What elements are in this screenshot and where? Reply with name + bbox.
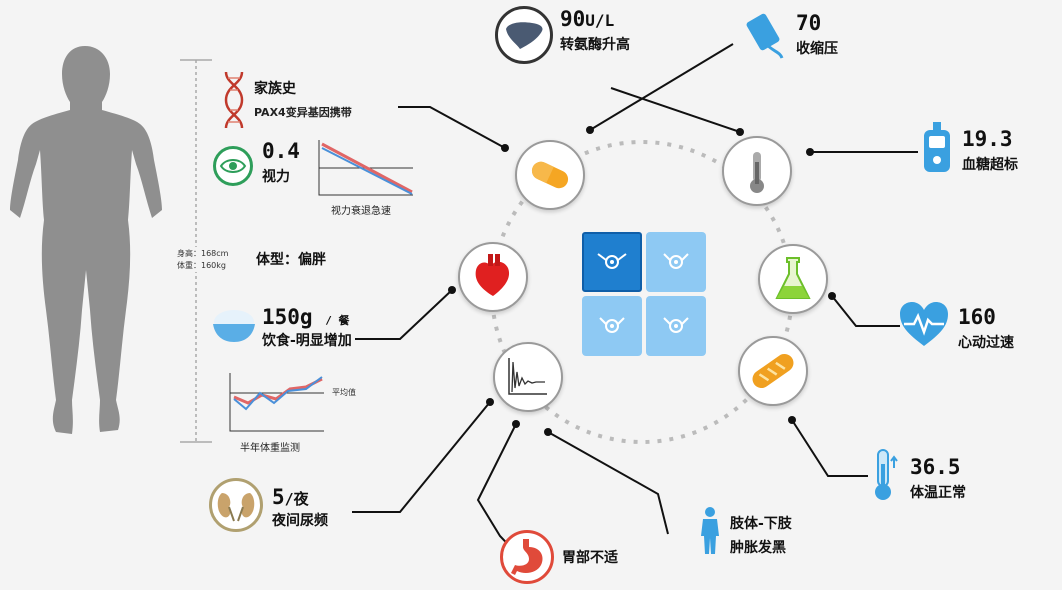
eye-badge xyxy=(213,146,253,186)
bp-value: 70 xyxy=(796,11,822,35)
thermometer-node[interactable] xyxy=(722,136,792,206)
vision-value: 0.4 xyxy=(262,139,300,163)
center-tile xyxy=(582,296,642,356)
vision-decline-chart xyxy=(318,140,413,196)
pill-node[interactable] xyxy=(515,140,585,210)
family-history-detail: PAX4变异基因携带 xyxy=(254,106,352,119)
diet-amount: 150g xyxy=(262,305,313,329)
bread-node[interactable] xyxy=(738,336,808,406)
heart-rate-label: 心动过速 xyxy=(958,335,1014,351)
tile-node-icon xyxy=(663,253,689,269)
family-history-title: 家族史 xyxy=(254,81,296,97)
urine-count: 5 xyxy=(272,485,285,509)
weight-monitor-caption: 半年体重监测 xyxy=(240,443,300,454)
weight-monitor-chart xyxy=(229,373,324,432)
vision-label: 视力 xyxy=(262,169,290,185)
eye-icon xyxy=(219,159,247,173)
temperature-value: 36.5 xyxy=(910,455,961,479)
bp-label: 收缩压 xyxy=(796,41,838,57)
body-height: 身高：168cm xyxy=(175,247,231,260)
bread-icon xyxy=(752,353,794,389)
stomach-badge xyxy=(500,530,554,584)
kidney-badge xyxy=(209,478,263,532)
tile-node-icon xyxy=(597,253,627,269)
person-standing-icon xyxy=(701,507,719,554)
heart-rate-icon xyxy=(900,302,948,346)
kidney-icon xyxy=(217,493,255,522)
body-thermometer-icon xyxy=(875,449,898,500)
stomach-icon xyxy=(511,539,543,575)
thermometer-icon xyxy=(750,152,764,193)
blood-pressure-cuff-icon xyxy=(746,13,784,59)
flask-icon xyxy=(775,257,811,299)
glucose-value: 19.3 xyxy=(962,127,1013,151)
diet-label: 饮食-明显增加 xyxy=(262,333,352,349)
center-tile-grid xyxy=(582,232,706,356)
center-tile-active xyxy=(582,232,642,292)
tile-node-icon xyxy=(663,317,689,333)
anatomical-heart-icon xyxy=(475,254,510,296)
human-silhouette xyxy=(10,46,162,434)
body-type-label: 体型：偏胖 xyxy=(256,252,326,268)
diet-value: 150g / 餐 xyxy=(262,306,349,332)
rice-bowl-icon xyxy=(213,310,255,342)
dna-icon xyxy=(224,71,244,129)
glucose-meter-icon xyxy=(924,122,950,172)
limb-label-line1: 肢体-下肢 xyxy=(730,516,792,532)
height-ruler xyxy=(180,59,212,443)
urine-label: 夜间尿频 xyxy=(272,513,328,529)
urine-value: 5/夜 xyxy=(272,486,309,510)
limb-label-line2: 肿胀发黑 xyxy=(730,540,786,556)
diet-unit: / 餐 xyxy=(325,314,350,327)
liver-unit: U/L xyxy=(585,11,615,30)
glucose-label: 血糖超标 xyxy=(962,157,1018,173)
vision-chart-caption: 视力衰退急速 xyxy=(331,206,391,217)
stomach-label: 胃部不适 xyxy=(562,550,618,566)
temperature-label: 体温正常 xyxy=(910,485,966,501)
waveform-icon xyxy=(508,358,547,395)
waveform-node[interactable] xyxy=(493,342,563,412)
center-tile xyxy=(646,296,706,356)
weight-average-label: 平均值 xyxy=(332,388,356,397)
liver-value: 90U/L xyxy=(560,8,614,32)
heart-node[interactable] xyxy=(458,242,528,312)
heart-rate-value: 160 xyxy=(958,305,996,329)
pill-icon xyxy=(531,161,569,189)
liver-label: 转氨酶升高 xyxy=(560,37,630,53)
body-weight: 体重：160kg xyxy=(175,259,228,272)
liver-icon xyxy=(506,22,543,49)
center-tile xyxy=(646,232,706,292)
urine-unit: /夜 xyxy=(284,490,309,508)
liver-amount: 90 xyxy=(560,7,586,31)
flask-node[interactable] xyxy=(758,244,828,314)
liver-badge xyxy=(495,6,553,64)
tile-node-icon xyxy=(599,317,625,333)
